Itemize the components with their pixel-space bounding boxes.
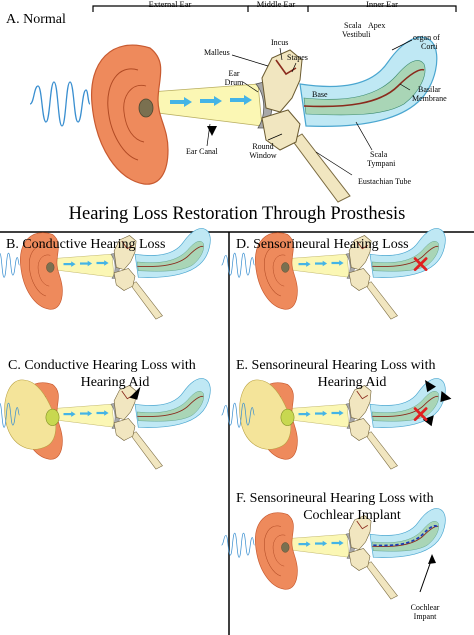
- basilar-label-1: Basilar: [418, 85, 441, 94]
- hearing-aid-body: [4, 379, 57, 450]
- scala-vestibuli-label-1: Scala: [344, 21, 362, 30]
- sound-wave-icon: [29, 81, 91, 127]
- panel-f-title-1: F. Sensorineural Hearing Loss with: [236, 491, 434, 506]
- external-ear-label: External Ear: [148, 0, 192, 9]
- panel-a-title: A. Normal: [6, 12, 66, 27]
- panel-e-title-1: E. Sensorineural Hearing Loss with: [236, 358, 436, 373]
- scala-vestibuli-label-2: Vestibuli: [342, 30, 371, 39]
- stapes-label: Stapes: [287, 53, 308, 62]
- cochlear-implant-label-1: Cochlear: [410, 603, 440, 612]
- inner-ear-label: Inner Ear: [366, 0, 398, 9]
- panel-c-diagram: [0, 378, 211, 470]
- eustachian-label: Eustachian Tube: [358, 177, 412, 186]
- organ-corti-label-1: organ of: [413, 33, 440, 42]
- panel-e-title-2: Hearing Aid: [317, 375, 387, 390]
- ear-drum-label-1: Ear: [228, 69, 240, 78]
- damage-x-icon: [413, 257, 428, 271]
- organ-corti-label-2: Corti: [421, 42, 438, 51]
- incus-label: Incus: [271, 38, 289, 47]
- ear-canal-label: Ear Canal: [186, 147, 218, 156]
- damage-x-icon-e: [413, 407, 428, 421]
- middle-ear-label: Middle Ear: [256, 0, 296, 9]
- round-window-label-2: Window: [249, 151, 277, 160]
- apex-label: Apex: [368, 21, 386, 30]
- leader-lines: [206, 39, 413, 176]
- inner-ear-bracket: [308, 5, 457, 12]
- panel-a-diagram: [29, 5, 457, 203]
- round-window-label-1: Round: [252, 142, 274, 151]
- cochlear-implant-electrode: [373, 525, 438, 547]
- scala-tympani-label-2: Tympani: [367, 159, 396, 168]
- malleus-label: Malleus: [204, 48, 230, 57]
- panel-f-title-2: Cochlear Implant: [303, 508, 401, 523]
- panel-d-diagram: [221, 228, 446, 320]
- cochlear-implant-label-2: Impant: [413, 612, 437, 621]
- panel-d-title: D. Sensorineural Hearing Loss: [236, 237, 409, 252]
- panel-e-diagram: [221, 378, 452, 470]
- basilar-label-2: Membrane: [412, 94, 447, 103]
- panel-c-title-2: Hearing Aid: [80, 375, 150, 390]
- external-ear-bracket: [92, 5, 249, 12]
- scala-tympani-label-1: Scala: [370, 150, 388, 159]
- panel-b-title: B. Conductive Hearing Loss: [6, 237, 166, 252]
- ear-drum-label-2: Drum: [224, 78, 244, 87]
- main-title: Hearing Loss Restoration Through Prosthe…: [68, 204, 406, 224]
- panel-c-title-1: C. Conductive Hearing Loss with: [8, 358, 196, 373]
- base-label: Base: [312, 90, 328, 99]
- panel-f-diagram: [221, 508, 446, 600]
